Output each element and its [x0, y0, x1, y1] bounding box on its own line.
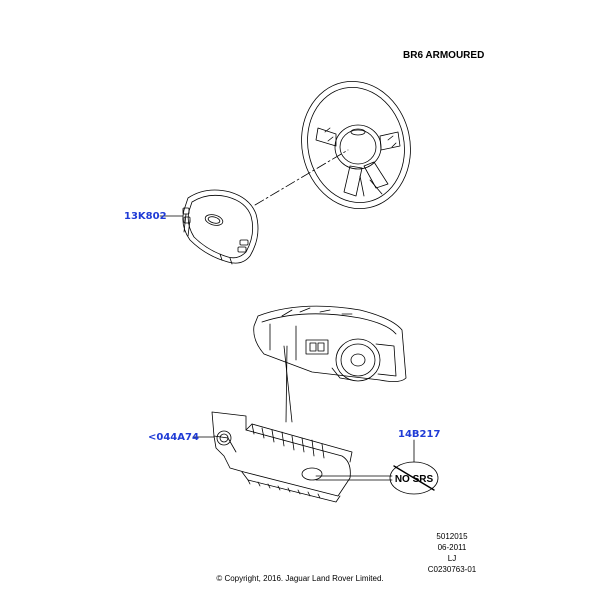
no-srs-sticker-text: NO SRS [395, 474, 434, 485]
callout-14b217[interactable]: 14B217 [398, 429, 441, 440]
diagram-header-title: BR6 ARMOURED [403, 50, 485, 61]
footer-code-2: 06-2011 [437, 543, 467, 552]
driver-airbag-module-drawing [182, 189, 259, 265]
footer-code-3: LJ [447, 554, 457, 563]
copyright-text: © Copyright, 2016. Jaguar Land Rover Lim… [216, 574, 384, 583]
dash-leader-line-2 [285, 345, 288, 423]
callout-044a74[interactable]: <044A74 [148, 432, 199, 443]
dashboard-drawing [253, 305, 407, 382]
footer-code-4: C0230763-01 [427, 565, 477, 574]
steering-wheel-drawing [301, 80, 411, 210]
passenger-airbag-module-drawing [211, 411, 353, 503]
footer-code-1: 5012015 [436, 532, 468, 541]
callout-13k802[interactable]: 13K802 [124, 211, 167, 222]
dash-leader-line-1 [283, 345, 293, 423]
no-srs-sticker [389, 461, 439, 495]
steering-connector-line [254, 149, 349, 206]
